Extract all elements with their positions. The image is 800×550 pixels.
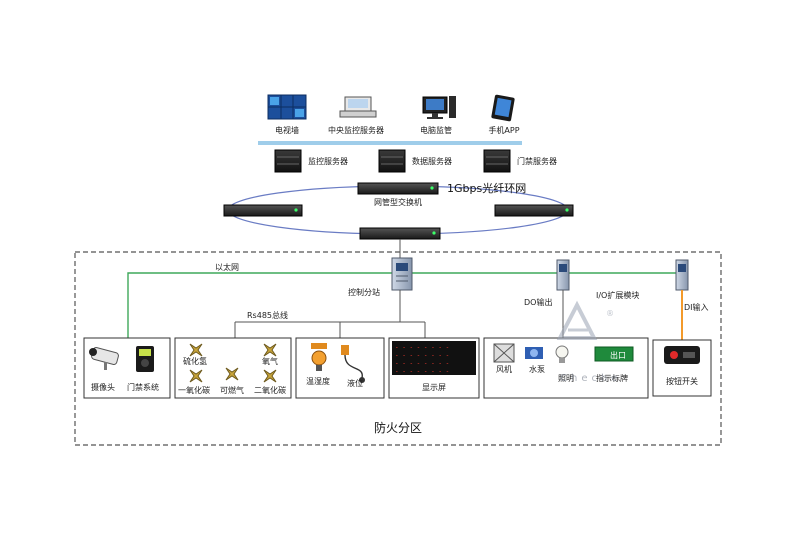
- client-label-central-server: 中央监控服务器: [328, 125, 384, 135]
- gas-label-h2s: 硫化氢: [183, 356, 207, 366]
- group-env-sensors: 温湿度 液位: [295, 337, 385, 399]
- watermark-registered: ®: [606, 309, 614, 318]
- gas-sensor-icon: [225, 367, 239, 381]
- level-sensor-icon: [341, 345, 365, 383]
- server-label-monitor: 监控服务器: [308, 156, 348, 166]
- group-camera-access: 摄像头 门禁系统: [83, 337, 171, 399]
- access-label: 门禁系统: [127, 382, 159, 392]
- server-rack-icon: [274, 149, 302, 173]
- ring-switch-bottom-icon: [359, 227, 441, 240]
- button-label: 按钮开关: [666, 376, 698, 386]
- led-line: - - - - - - - -: [395, 368, 449, 375]
- group-button: 按钮开关: [652, 339, 712, 397]
- rs485-bus: Rs485总线: [234, 290, 426, 338]
- ring-label: 1Gbps光纤环网: [447, 181, 526, 195]
- display-label: 显示屏: [422, 383, 446, 392]
- exit-sign-text: 出口: [610, 350, 626, 360]
- server-label-data: 数据服务器: [412, 156, 452, 166]
- ethernet-label: 以太网: [215, 262, 239, 272]
- ring-switch-right-icon: [494, 204, 574, 217]
- camera-icon: [89, 347, 119, 370]
- server-label-access: 门禁服务器: [517, 156, 557, 166]
- sign-label: 指示标牌: [596, 373, 628, 383]
- do-label: DO输出: [524, 297, 552, 307]
- fiber-ring: 1Gbps光纤环网 网管型交换机: [223, 181, 574, 240]
- di-module-icon: [675, 259, 689, 291]
- client-network-bar: [258, 141, 522, 145]
- light-label: 照明: [558, 374, 574, 383]
- level-label: 液位: [347, 378, 363, 388]
- group-outputs: 出口 风机 水泵 照明 指示标牌: [483, 337, 649, 399]
- gas-sensor-icon: [189, 369, 203, 383]
- group-display: - - - - - - - - - - - - - - - - - - - - …: [388, 337, 480, 399]
- watermark-logo: Cheche ®: [556, 300, 621, 384]
- core-switch-icon: [357, 182, 439, 195]
- ethernet-network: 以太网: [127, 262, 686, 340]
- fan-icon: [493, 343, 515, 363]
- control-station-label: 控制分站: [348, 287, 380, 297]
- client-label-pc: 电脑监管: [420, 125, 452, 135]
- temp-label: 温湿度: [306, 376, 330, 386]
- gas-sensor-icon: [189, 343, 203, 357]
- server-rack-icon: [483, 149, 511, 173]
- central-server-icon: [339, 96, 377, 118]
- access-terminal-icon: [136, 346, 154, 372]
- rs485-label: Rs485总线: [247, 310, 288, 320]
- gas-label-o2: 氧气: [262, 356, 278, 366]
- fan-label: 风机: [496, 364, 512, 374]
- camera-label: 摄像头: [91, 382, 115, 392]
- fire-zone-title: 防火分区: [374, 420, 422, 435]
- gas-label-co: 一氧化碳: [178, 385, 210, 395]
- servers: 监控服务器 数据服务器 门禁服务器: [274, 149, 557, 173]
- ethernet-line-left: [127, 272, 392, 340]
- gas-sensor-icon: [263, 369, 277, 383]
- watermark-text: Cheche: [560, 373, 621, 384]
- core-switch-label: 网管型交换机: [374, 197, 422, 207]
- button-switch-icon: [664, 346, 700, 364]
- light-bulb-icon: [555, 345, 569, 363]
- gas-label-combustible: 可燃气: [220, 385, 244, 395]
- mobile-app-icon: [491, 94, 515, 122]
- do-module-icon: [556, 259, 570, 291]
- gas-label-co2: 二氧化碳: [254, 385, 286, 395]
- control-station-icon: [391, 257, 413, 291]
- fire-zone-boundary: [74, 251, 722, 446]
- led-line: - - - - - - - -: [395, 344, 449, 351]
- client-label-video-wall: 电视墙: [275, 125, 299, 135]
- top-clients: 电视墙 中央监控服务器 电脑监管 手机APP: [258, 94, 522, 145]
- temp-humidity-sensor-icon: [311, 343, 327, 371]
- led-line: - - - - - - - -: [395, 352, 449, 359]
- di-label: DI输入: [684, 302, 709, 312]
- server-rack-icon: [378, 149, 406, 173]
- gas-sensor-icon: [263, 343, 277, 357]
- exit-sign-icon: 出口: [594, 346, 634, 362]
- pc-monitor-icon: [422, 96, 456, 119]
- io-module-label: I/O扩展模块: [596, 290, 639, 300]
- video-wall-icon: [267, 94, 307, 120]
- ring-switch-left-icon: [223, 204, 303, 217]
- client-label-mobile: 手机APP: [488, 125, 519, 135]
- led-display-icon: [392, 341, 476, 375]
- led-line: - - - - - - - -: [395, 360, 449, 367]
- pump-label: 水泵: [529, 364, 545, 374]
- pump-icon: [525, 347, 543, 359]
- group-gas-sensors: 硫化氢 氧气 一氧化碳 可燃气 二氧化碳: [174, 337, 292, 399]
